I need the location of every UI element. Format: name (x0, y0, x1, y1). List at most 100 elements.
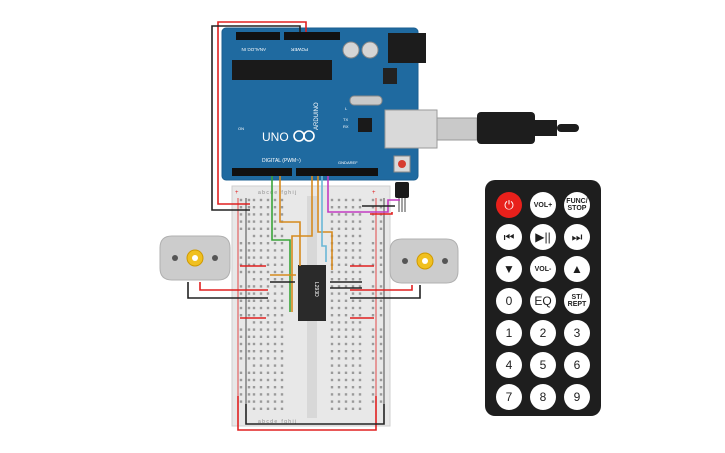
breadboard-hole (337, 206, 341, 209)
remote-button-prev[interactable]: ⏮ (496, 224, 522, 250)
remote-button-five[interactable]: 5 (530, 352, 556, 378)
remote-button-six[interactable]: 6 (564, 352, 590, 378)
breadboard-hole (266, 206, 270, 209)
breadboard-hole (273, 263, 277, 266)
remote-button-one[interactable]: 1 (496, 320, 522, 346)
breadboard-hole (351, 198, 355, 202)
rx-label: RX (343, 124, 349, 129)
breadboard-hole (351, 400, 355, 403)
rail-hole (239, 292, 243, 295)
breadboard-hole (344, 299, 348, 302)
rail-hole (379, 285, 383, 288)
breadboard-hole (351, 292, 355, 295)
rail-hole (371, 242, 375, 245)
remote-button-four[interactable]: 4 (496, 352, 522, 378)
breadboard-hole (252, 328, 256, 331)
remote-button-label: FUNC/ STOP (566, 198, 588, 212)
remote-button-seven[interactable]: 7 (496, 384, 522, 410)
remote-button-eight[interactable]: 8 (530, 384, 556, 410)
remote-button-eq[interactable]: EQ (530, 288, 556, 314)
remote-button-play-pause[interactable]: ▶|| (530, 224, 556, 250)
breadboard-hole (266, 213, 270, 216)
header-analog (236, 32, 280, 40)
breadboard-hole (252, 227, 256, 230)
rail-hole (239, 386, 243, 389)
breadboard-hole (358, 263, 362, 266)
remote-button-up[interactable]: ▲ (564, 256, 590, 282)
breadboard-hole (273, 357, 277, 360)
breadboard-hole (330, 328, 334, 331)
breadboard-hole (252, 292, 256, 295)
remote-button-power[interactable]: ⏻ (496, 192, 522, 218)
breadboard-hole (273, 386, 277, 389)
remote-button-next[interactable]: ⏭ (564, 224, 590, 250)
breadboard-hole (259, 364, 263, 367)
rail-plus-right: + (372, 190, 376, 196)
rail-hole (379, 198, 383, 202)
breadboard-hole (330, 306, 334, 310)
rail-hole (247, 220, 251, 223)
regulator (383, 68, 397, 84)
breadboard-hole (337, 335, 341, 338)
capacitor-2 (361, 41, 379, 59)
remote-button-vol-up[interactable]: VOL+ (530, 192, 556, 218)
wire-motor-left-black (187, 282, 268, 299)
breadboard-hole (280, 299, 284, 302)
breadboard-hole (351, 242, 355, 245)
breadboard-hole (273, 292, 277, 295)
breadboard-hole (273, 285, 277, 288)
remote-button-three[interactable]: 3 (564, 320, 590, 346)
rail-hole (379, 299, 383, 302)
breadboard-hole (344, 256, 348, 259)
rail-hole (247, 393, 251, 396)
breadboard-hole (351, 357, 355, 360)
remote-button-func-stop[interactable]: FUNC/ STOP (564, 192, 590, 218)
remote-button-zero[interactable]: 0 (496, 288, 522, 314)
breadboard-hole (252, 263, 256, 266)
breadboard-hole (266, 299, 270, 302)
breadboard-hole (273, 220, 277, 223)
breadboard-hole (358, 350, 362, 353)
remote-button-nine[interactable]: 9 (564, 384, 590, 410)
breadboard-hole (252, 306, 256, 310)
breadboard-hole (266, 371, 270, 374)
breadboard-hole (337, 364, 341, 367)
breadboard-hole (259, 227, 263, 230)
breadboard-hole (266, 328, 270, 331)
breadboard-hole (259, 242, 263, 245)
breadboard-hole (252, 220, 256, 223)
wire-orange-1 (279, 176, 301, 266)
breadboard-hole (259, 400, 263, 403)
breadboard-hole (337, 198, 341, 202)
breadboard-hole (358, 393, 362, 396)
remote-button-vol-down[interactable]: VOL- (530, 256, 556, 282)
breadboard-hole (351, 206, 355, 209)
header-digital-high (296, 168, 378, 176)
breadboard-hole (280, 234, 284, 238)
rail-hole (371, 357, 375, 360)
breadboard-hole (358, 306, 362, 310)
breadboard-hole (330, 321, 334, 324)
breadboard-hole (280, 364, 284, 367)
breadboard-hole (344, 378, 348, 382)
breadboard-hole (280, 371, 284, 374)
breadboard-hole (358, 256, 362, 259)
breadboard-hole (280, 292, 284, 295)
remote-button-two[interactable]: 2 (530, 320, 556, 346)
breadboard-hole (252, 357, 256, 360)
remote-button-st-rept[interactable]: ST/ REPT (564, 288, 590, 314)
breadboard-hole (259, 263, 263, 266)
breadboard-hole (330, 299, 334, 302)
rail-hole (371, 198, 375, 202)
breadboard-hole (266, 393, 270, 396)
wire-black-bottom (245, 404, 385, 425)
rail-hole (239, 256, 243, 259)
breadboard-hole (351, 378, 355, 382)
remote-button-down[interactable]: ▼ (496, 256, 522, 282)
breadboard-hole (344, 278, 348, 281)
breadboard-hole (259, 393, 263, 396)
breadboard-hole (273, 213, 277, 216)
breadboard-hole (259, 386, 263, 389)
breadboard-hole (337, 263, 341, 266)
breadboard-hole (273, 234, 277, 238)
